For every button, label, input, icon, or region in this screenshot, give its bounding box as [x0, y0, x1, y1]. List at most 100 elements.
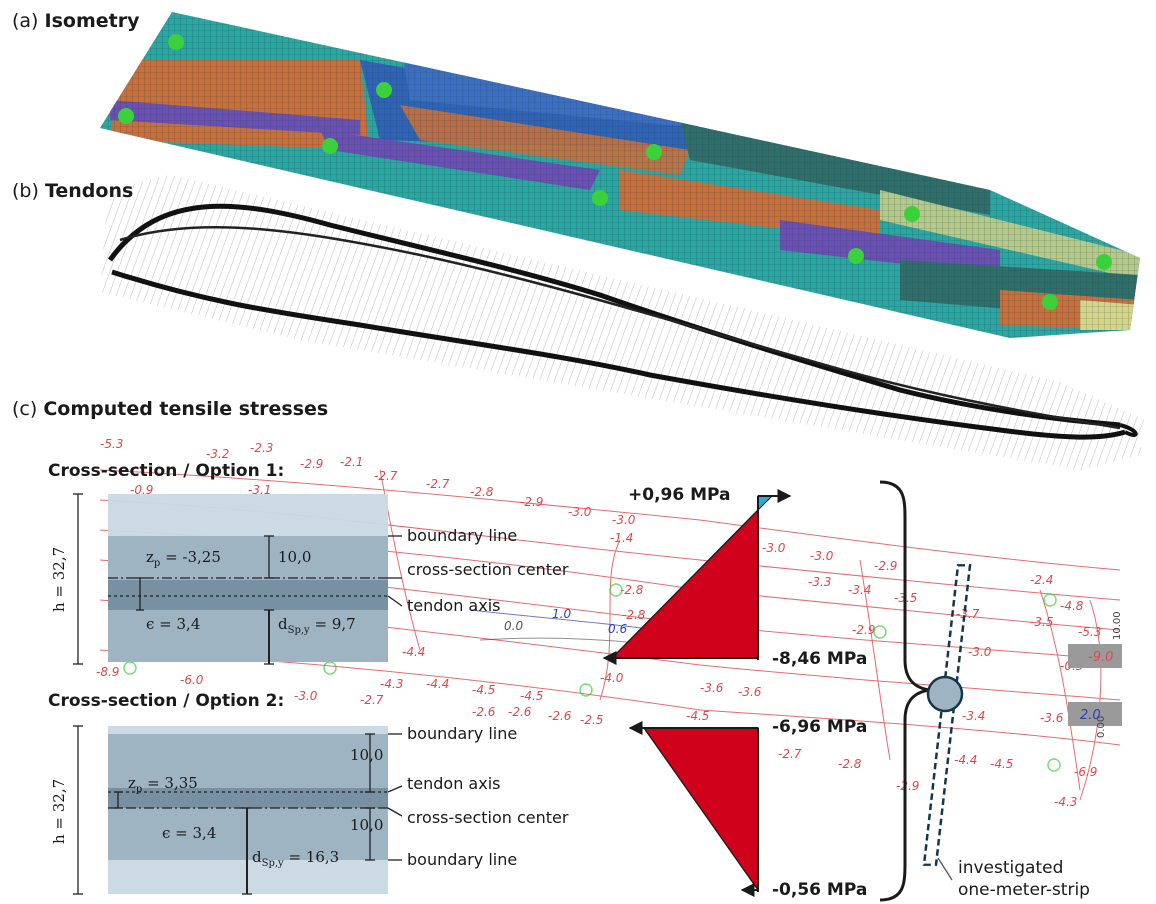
- contour-value-label: -2.6: [508, 705, 532, 719]
- support-marker: [118, 108, 134, 124]
- support-marker: [904, 206, 920, 222]
- stress-compression-area: [642, 727, 759, 893]
- contour-value-label: -3.3: [808, 575, 831, 589]
- contour-value-label: -4.3: [1054, 795, 1077, 809]
- contour-value-label: 0.0: [504, 619, 523, 633]
- contour-value-label: -4.5: [686, 709, 709, 723]
- support-marker: [646, 144, 662, 160]
- contour-box-1: [1068, 644, 1122, 668]
- contour-value-label: -4.4: [426, 677, 449, 691]
- support-marker: [1042, 294, 1058, 310]
- contour-box-1-label: -9.0: [1088, 650, 1113, 665]
- option-1-zp: zp = -3,25: [146, 548, 221, 569]
- option-2-boundary-bottom-label: boundary line: [407, 850, 518, 869]
- cross-section-option-1: [73, 493, 403, 665]
- contour-value-label: -2.7: [360, 693, 384, 707]
- contour-value-label: -4.0: [600, 671, 624, 685]
- option-1-tendon-label: tendon axis: [407, 596, 501, 615]
- cross-section-option-2: [73, 725, 403, 895]
- option-2-zp: zp = 3,35: [128, 774, 198, 795]
- contour-value-label: -2.9: [896, 779, 919, 793]
- contour-value-label: -2.8: [470, 485, 494, 499]
- stress-diagram-option-2: [628, 721, 759, 897]
- stress-option-1-top: +0,96 MPa: [628, 485, 731, 505]
- stress-option-1-bottom: -8,46 MPa: [772, 649, 868, 669]
- contour-value-label: -4.4: [402, 645, 425, 659]
- option-2-height: h = 32,7: [50, 778, 68, 844]
- contour-value-label: -3.0: [612, 513, 636, 527]
- support-marker: [376, 82, 392, 98]
- contour-value-label: -2.1: [340, 455, 363, 469]
- contour-value-label: -2.9: [300, 457, 323, 471]
- stress-positive-area: [757, 495, 774, 512]
- panel-b-title: (b) Tendons: [12, 180, 134, 202]
- panel-a-title: (a) Isometry: [12, 10, 140, 32]
- contour-value-label: -1.4: [610, 531, 633, 545]
- side-number-1: 10.00: [1112, 611, 1123, 640]
- option-2-eccentricity: ϵ = 3,4: [162, 824, 217, 842]
- strip-label-line-2: one-meter-strip: [958, 880, 1090, 900]
- support-marker: [592, 190, 608, 206]
- stress-diagram-option-1: [602, 489, 792, 665]
- contour-value-label: -2.6: [472, 705, 496, 719]
- option-1-title: Cross-section / Option 1:: [48, 461, 285, 481]
- contour-value-label: -2.4: [1030, 573, 1053, 587]
- contour-value-label: -5.3: [100, 437, 123, 451]
- option-2-title: Cross-section / Option 2:: [48, 691, 285, 711]
- contour-value-label: -2.8: [620, 583, 644, 597]
- contour-value-label: -3.6: [1040, 711, 1064, 725]
- stress-option-2-top: -6,96 MPa: [772, 717, 868, 737]
- contour-value-label: -3.2: [206, 447, 229, 461]
- contour-value-label: -5.3: [1078, 625, 1101, 639]
- contour-value-label: -4.4: [954, 753, 977, 767]
- contour-value-label: -3.4: [848, 583, 871, 597]
- contour-value-label: -0.9: [130, 483, 153, 497]
- support-marker: [1096, 254, 1112, 270]
- contour-value-label: -4.5: [520, 689, 543, 703]
- investigated-strip: [922, 564, 972, 881]
- contour-value-label: -3.0: [294, 689, 318, 703]
- contour-value-label: -2.9: [874, 559, 897, 573]
- contour-value-label: -4.5: [472, 683, 495, 697]
- contour-value-label: -3.1: [248, 483, 271, 497]
- strip-marker: [926, 675, 964, 713]
- contour-value-label: -2.6: [548, 709, 572, 723]
- contour-value-label: -2.7: [426, 477, 450, 491]
- contour-value-label: -3.5: [1030, 615, 1053, 629]
- panel-c-title: (c) Computed tensile stresses: [12, 398, 329, 420]
- option-1-center-label: cross-section center: [407, 560, 569, 579]
- contour-value-label: -2.9: [852, 623, 875, 637]
- contour-value-label: -3.7: [956, 607, 980, 621]
- contour-value-label: -4.3: [380, 677, 403, 691]
- option-2-top-distance: 10,0: [350, 746, 384, 764]
- contour-box-2: [1068, 702, 1122, 726]
- contour-box-2-label: 2.0: [1080, 708, 1101, 723]
- contour-value-label: -2.8: [622, 608, 646, 622]
- contour-value-label: -8.9: [96, 665, 119, 679]
- contour-value-label: 0.6: [608, 622, 627, 636]
- option-1-dsp: dSp,y = 9,7: [278, 615, 356, 636]
- contour-value-label: -2.9: [520, 495, 543, 509]
- tendon-layout: [100, 175, 1145, 470]
- support-marker: [322, 138, 338, 154]
- contour-value-label: -3.6: [700, 681, 724, 695]
- option-1-top-distance: 10,0: [278, 548, 312, 566]
- contour-value-label: -3.4: [962, 709, 985, 723]
- contour-value-label: -3.6: [738, 685, 762, 699]
- contour-value-label: -6.0: [180, 673, 204, 687]
- contour-value-label: -4.5: [990, 757, 1013, 771]
- contour-value-label: -3.0: [810, 549, 834, 563]
- option-2-dsp: dSp,y = 16,3: [252, 848, 340, 869]
- option-1-height: h = 32,7: [50, 546, 68, 612]
- side-number-2: 0.00: [1096, 716, 1107, 738]
- contour-value-label: -3.0: [968, 645, 992, 659]
- strip-label-line-1: investigated: [958, 858, 1064, 878]
- option-2-center-label: cross-section center: [407, 808, 569, 827]
- contour-value-label: -2.7: [374, 469, 398, 483]
- contour-value-label: 1.0: [552, 607, 571, 621]
- stress-option-2-bottom: -0,56 MPa: [772, 880, 868, 900]
- option-2-bottom-distance: 10,0: [350, 816, 384, 834]
- contour-value-label: -6.9: [1074, 765, 1097, 779]
- contour-value-label: -2.3: [250, 441, 273, 455]
